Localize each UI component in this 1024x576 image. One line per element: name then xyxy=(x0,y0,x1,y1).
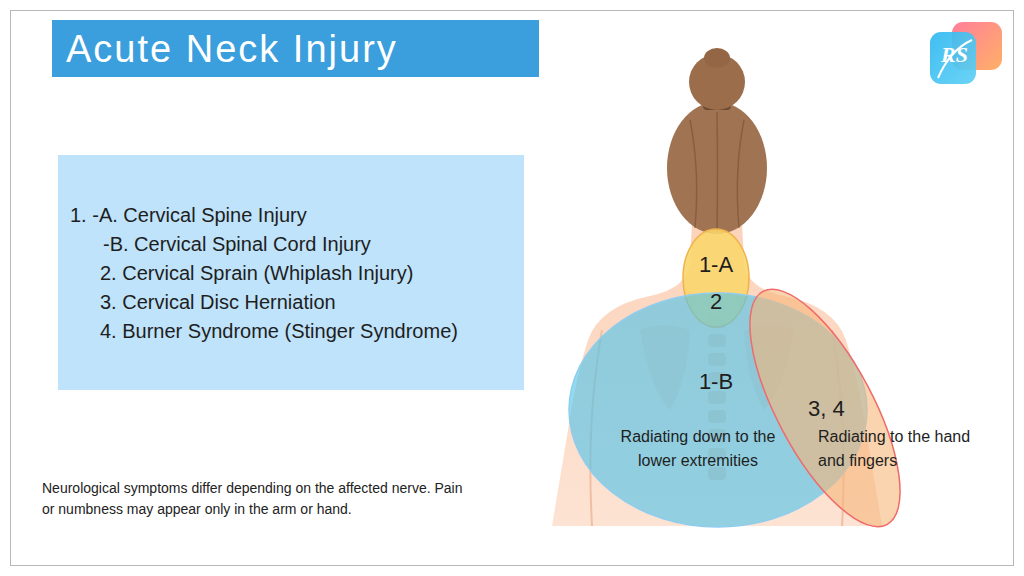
logo-text: RS xyxy=(941,42,997,68)
list-box: 1. -A. Cervical Spine Injury -B. Cervical… xyxy=(58,155,524,390)
footnote: Neurological symptoms differ depending o… xyxy=(42,478,464,520)
list-item: 1. -A. Cervical Spine Injury xyxy=(70,203,307,227)
symptom-note: Radiating down to the lower extremities xyxy=(603,425,793,473)
hair-strands xyxy=(690,112,744,232)
hair xyxy=(667,102,767,234)
region-ellipse xyxy=(721,269,930,547)
title-banner: Acute Neck Injury xyxy=(52,20,539,77)
title-text: Acute Neck Injury xyxy=(66,28,398,71)
list-item: 3. Cervical Disc Herniation xyxy=(100,290,336,314)
symptom-note: 2 xyxy=(696,289,736,315)
list-item: -B. Cervical Spinal Cord Injury xyxy=(103,232,371,256)
callout-number: 1-B xyxy=(686,369,746,395)
callout-number: 3, 4 xyxy=(808,396,868,422)
hair-knot xyxy=(704,48,730,68)
symptom-note: Radiating to the hand and fingers xyxy=(818,425,998,473)
list-item: 2. Cervical Sprain (Whiplash Injury) xyxy=(100,261,413,285)
frame xyxy=(11,11,1014,566)
list-item: 4. Burner Syndrome (Stinger Syndrome) xyxy=(100,319,458,343)
callout-number: 1-A xyxy=(686,252,746,278)
logo xyxy=(930,22,1002,84)
radiating-region: 3, 4Radiating to the hand and fingers xyxy=(748,287,902,529)
